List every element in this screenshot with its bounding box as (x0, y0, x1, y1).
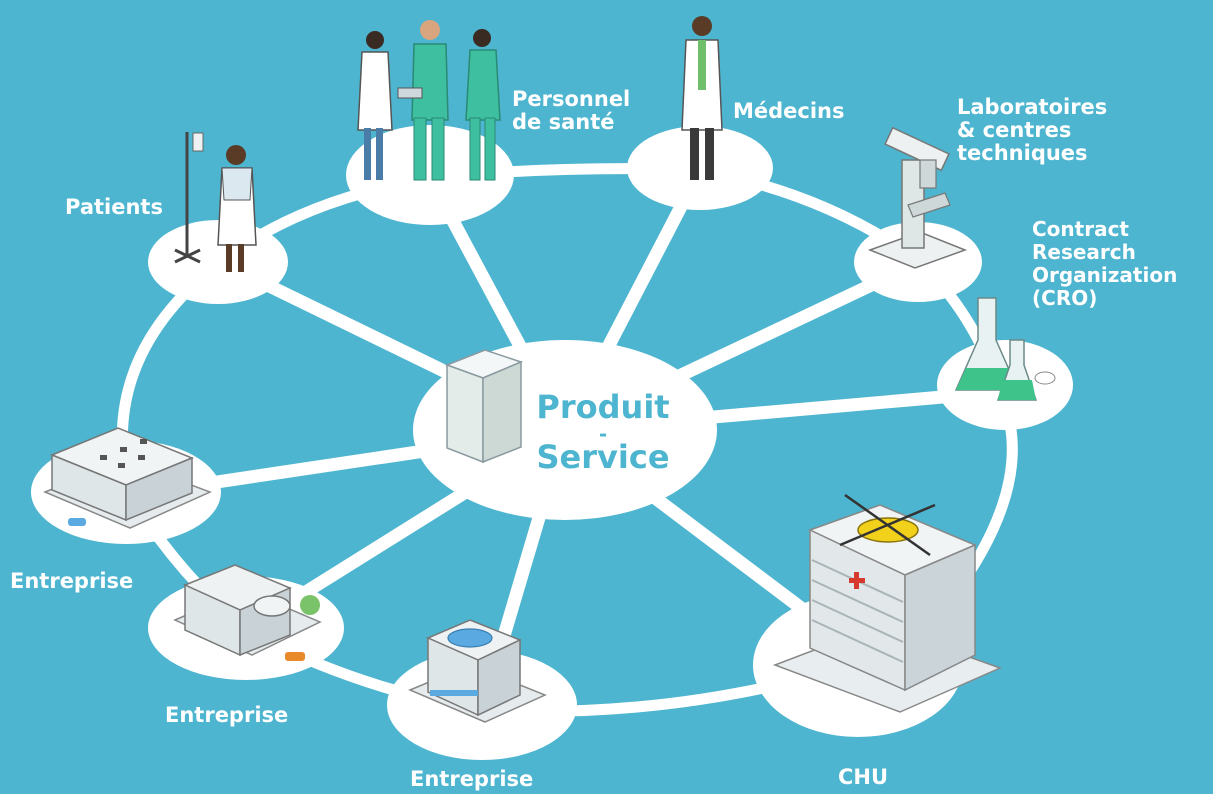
label-chu: CHU (838, 765, 889, 789)
company-building-left-icon (43, 427, 212, 529)
disc-medecins (627, 126, 773, 210)
label-cro-line1: Contract (1032, 217, 1129, 241)
label-personnel-line1: Personnel (512, 87, 631, 111)
label-laboratoires-line3: techniques (957, 141, 1088, 165)
label-cro-line4: (CRO) (1032, 286, 1098, 310)
label-laboratoires-line1: Laboratoires (957, 95, 1108, 119)
healthcare-staff-icon (357, 20, 501, 181)
center-title: Produit (536, 388, 670, 426)
center-separator: - (598, 422, 608, 446)
hospital-building-icon (772, 493, 1003, 713)
label-medecins: Médecins (733, 99, 845, 123)
label-personnel-line2: de santé (512, 110, 615, 134)
label-laboratoires: Laboratoires & centres techniques (957, 96, 1107, 165)
label-cro: Contract Research Organization (CRO) (1032, 218, 1177, 310)
doctor-icon (681, 16, 723, 180)
label-entreprise-middle: Entreprise (165, 703, 289, 727)
label-personnel: Personnel de santé (512, 88, 630, 134)
label-entreprise-bottom: Entreprise (410, 767, 534, 791)
label-entreprise-left: Entreprise (10, 569, 134, 593)
flasks-icon (954, 297, 1056, 401)
label-cro-line2: Research (1032, 240, 1136, 264)
label-laboratoires-line2: & centres (957, 118, 1072, 142)
label-patients: Patients (65, 195, 163, 219)
product-box-icon (444, 349, 524, 464)
company-building-middle-icon (173, 564, 322, 661)
microscope-icon (867, 126, 968, 269)
center-subtitle: Service (536, 438, 670, 476)
patient-icon (174, 132, 257, 272)
label-cro-line3: Organization (1032, 263, 1178, 287)
company-building-bottom-icon (408, 619, 547, 723)
